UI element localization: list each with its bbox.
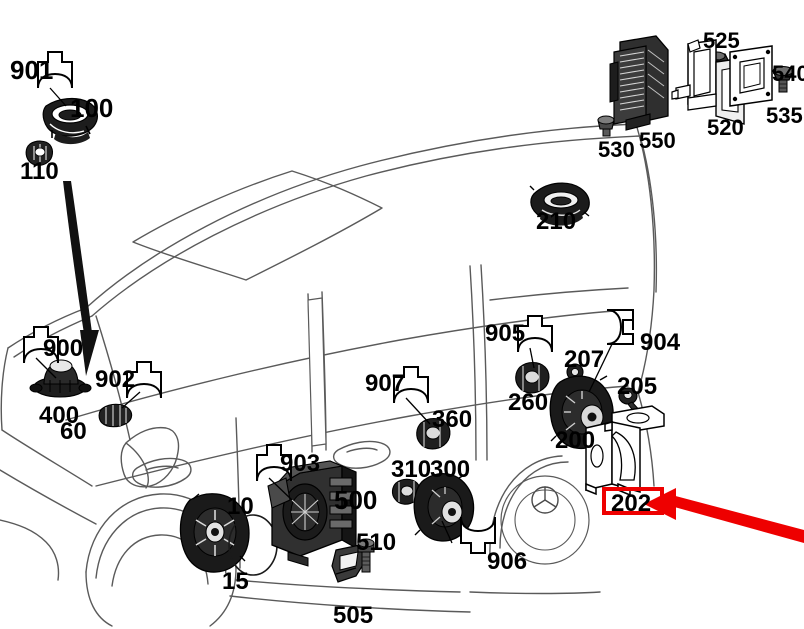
part-label-400: 400 — [39, 402, 80, 429]
part-label-550: 550 — [639, 128, 676, 153]
part-label-202: 202 — [611, 490, 652, 517]
part-label-540: 540 — [772, 61, 804, 86]
part-label-260: 260 — [508, 389, 549, 416]
part-label-205: 205 — [617, 373, 658, 400]
part-10-woofer — [179, 493, 250, 573]
mercedes-star-logo — [531, 486, 559, 514]
callout-tag-shapes — [23, 51, 634, 554]
part-label-100: 100 — [70, 93, 114, 123]
vehicle-body-outline — [0, 123, 658, 627]
callout-label-900: 900 — [43, 335, 84, 362]
part-510-bolt — [357, 538, 375, 573]
part-label-15: 15 — [222, 568, 249, 595]
part-label-60: 60 — [60, 418, 87, 445]
part-label-10: 10 — [227, 493, 254, 520]
highlight-box-202 — [602, 487, 664, 515]
part-310-tweeter — [391, 478, 421, 505]
part-540-cover — [729, 45, 773, 107]
part-360-tweeter — [416, 417, 451, 450]
red-highlight-arrow — [644, 488, 804, 543]
part-label-300: 300 — [430, 456, 471, 483]
part-60-clip — [98, 403, 133, 428]
part-label-110: 110 — [20, 158, 59, 185]
part-500-amplifier — [267, 460, 357, 567]
part-label-530: 530 — [598, 137, 635, 162]
part-260-tweeter — [515, 361, 550, 394]
direction-arrow — [63, 181, 99, 376]
part-505-bracket — [331, 544, 367, 583]
callout-label-905: 905 — [485, 320, 526, 347]
part-300-speaker — [413, 473, 475, 542]
part-label-360: 360 — [432, 406, 473, 433]
callout-label-902: 902 — [95, 366, 136, 393]
part-label-310: 310 — [391, 456, 432, 483]
part-535-screw — [772, 66, 794, 93]
callout-label-903: 903 — [280, 450, 321, 477]
part-210-speaker — [529, 182, 590, 226]
part-label-207: 207 — [564, 346, 605, 373]
part-label-525: 525 — [703, 28, 740, 53]
callout-leader-lines — [35, 87, 614, 544]
part-label-520: 520 — [707, 115, 744, 140]
part-202-bracket — [585, 405, 665, 497]
part-label-200: 200 — [555, 427, 596, 454]
part-400-speaker — [29, 359, 92, 398]
part-100-tweeter — [42, 97, 98, 145]
callout-label-901: 901 — [10, 55, 54, 85]
part-label-210: 210 — [536, 208, 577, 235]
part-label-505: 505 — [333, 602, 374, 629]
part-110-clip — [25, 140, 53, 166]
part-label-535: 535 — [766, 103, 803, 128]
part-530-bolt — [597, 115, 615, 137]
callout-label-904: 904 — [640, 329, 681, 356]
part-label-500: 500 — [334, 485, 378, 515]
callout-label-906: 906 — [487, 548, 528, 575]
callout-label-907: 907 — [365, 370, 406, 397]
part-label-510: 510 — [356, 529, 397, 556]
part-550-module — [609, 35, 669, 131]
